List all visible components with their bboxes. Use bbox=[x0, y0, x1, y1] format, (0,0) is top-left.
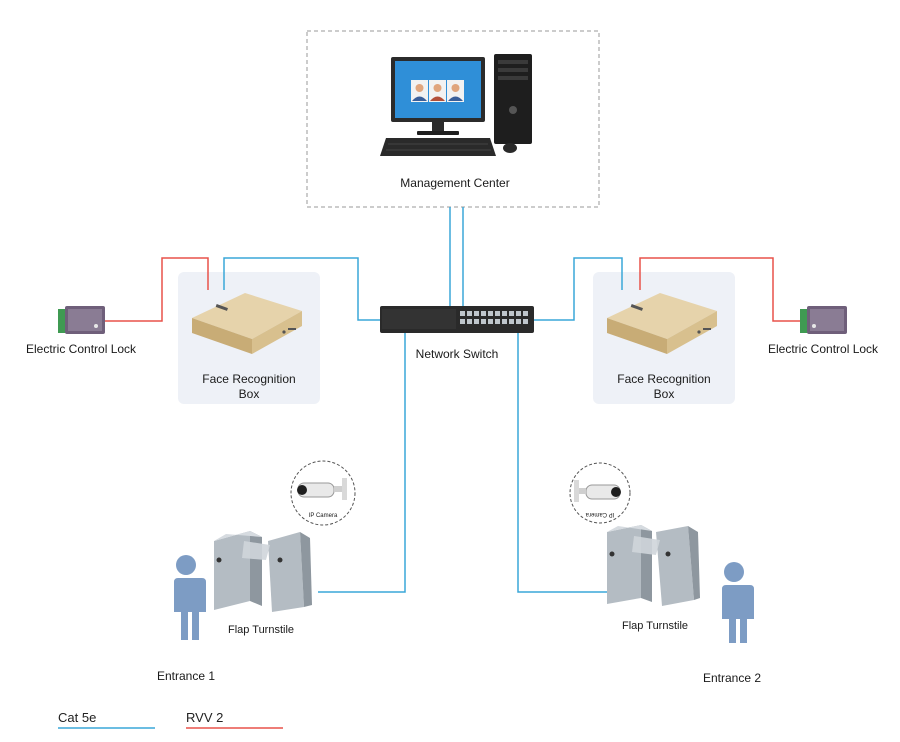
cable-switch-turnstile-left bbox=[318, 333, 406, 593]
rvv2-cables bbox=[104, 257, 800, 729]
turnstile-left-label: Flap Turnstile bbox=[228, 624, 295, 636]
face-box-left-label-line1: Face Recognition bbox=[202, 372, 296, 386]
face-box-left-label: Face Recognition Box bbox=[202, 372, 295, 402]
lock-right-label: Electric Control Lock bbox=[768, 342, 879, 356]
face-box-left-icon bbox=[192, 293, 302, 354]
lock-right-icon bbox=[800, 306, 847, 334]
cable-switch-facebox-left bbox=[223, 257, 380, 321]
cable-lock-right bbox=[639, 257, 800, 322]
network-switch-icon bbox=[380, 306, 534, 333]
person-right-icon bbox=[718, 562, 754, 643]
camera-right-tag: IP Camera bbox=[585, 511, 615, 517]
face-box-right-label-line1: Face Recognition bbox=[617, 372, 711, 386]
management-center-frame bbox=[306, 30, 600, 208]
turnstile-left-icon bbox=[214, 531, 312, 612]
cable-lock-left bbox=[104, 257, 209, 322]
face-box-right-label: Face Recognition Box bbox=[617, 372, 710, 402]
lock-left-icon bbox=[58, 306, 105, 334]
legend-rvv2-label: RVV 2 bbox=[186, 710, 224, 725]
face-box-right-label-line2: Box bbox=[653, 387, 675, 401]
face-box-left-label-line2: Box bbox=[238, 387, 260, 401]
turnstile-right-label: Flap Turnstile bbox=[622, 620, 689, 632]
cable-switch-facebox-right bbox=[533, 257, 623, 321]
cable-switch-turnstile-right bbox=[517, 333, 607, 593]
turnstile-right-icon bbox=[607, 525, 700, 606]
lock-left-label: Electric Control Lock bbox=[26, 342, 137, 356]
camera-left-tag: IP Camera bbox=[308, 513, 338, 519]
network-switch-label: Network Switch bbox=[415, 347, 499, 361]
cat5e-cables bbox=[58, 207, 623, 729]
ip-camera-right-icon bbox=[569, 462, 631, 524]
person-left-icon bbox=[170, 555, 206, 640]
ip-camera-left-icon bbox=[290, 460, 356, 526]
legend-cat5e-label: Cat 5e bbox=[58, 710, 97, 725]
entrance-2-label: Entrance 2 bbox=[703, 671, 762, 685]
face-box-right-icon bbox=[607, 293, 717, 354]
computer-icon bbox=[380, 54, 532, 156]
entrance-1-label: Entrance 1 bbox=[157, 669, 216, 683]
management-center-label: Management Center bbox=[400, 176, 510, 190]
